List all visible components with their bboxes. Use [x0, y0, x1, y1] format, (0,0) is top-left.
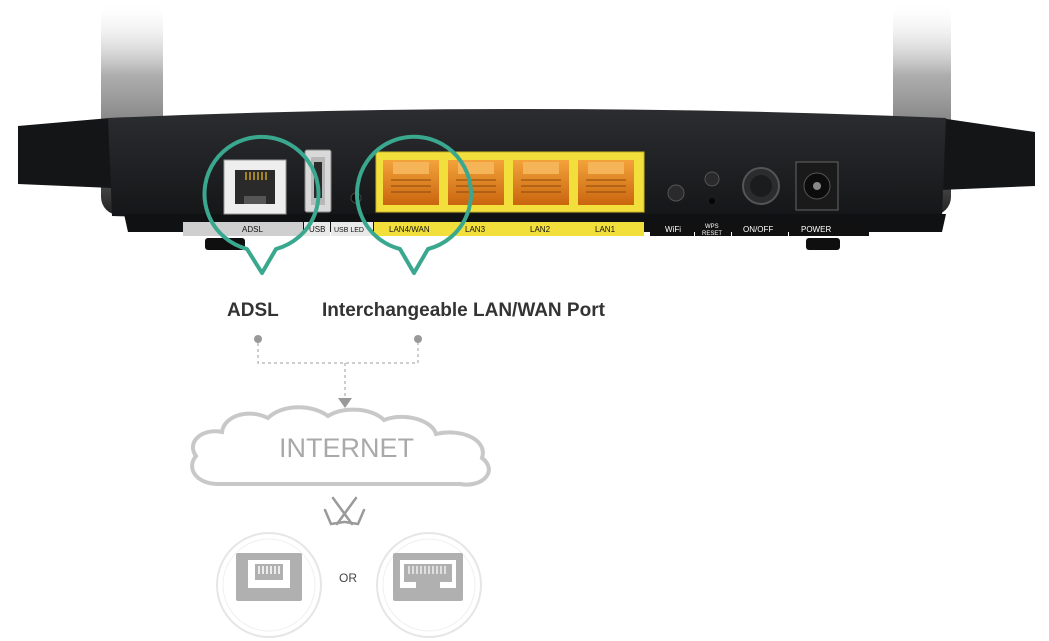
internet-cloud [190, 405, 491, 487]
ewan-option-label: EWAN [407, 601, 448, 617]
adsl-option-icon [216, 532, 322, 638]
wifi-label: WiFi [665, 225, 681, 234]
lan4-wan-label: LAN4/WAN [389, 225, 430, 234]
lan1-port [578, 160, 634, 205]
on-off-button [742, 167, 780, 205]
on-off-label: ON/OFF [743, 225, 773, 234]
router-right-wing [940, 118, 1035, 190]
lan3-port [448, 160, 504, 205]
connector-lines [254, 335, 422, 398]
wps-button [704, 171, 720, 187]
swap-arrows-icon [323, 496, 366, 526]
wifi-label-strip [650, 222, 694, 236]
router-left-wing [18, 118, 112, 188]
adsl-callout-label: ADSL [227, 300, 279, 321]
connector-arrow-icon [338, 398, 352, 408]
wifi-button [667, 184, 685, 202]
power-jack [795, 161, 839, 211]
lan-port-block [375, 151, 645, 213]
usb-led-label-strip [331, 222, 373, 236]
lan4-wan-port [383, 160, 439, 205]
lan1-label: LAN1 [595, 225, 616, 234]
adsl-option-label: ADSL [251, 601, 288, 617]
option-separator: OR [339, 571, 357, 585]
lan-wan-callout-label: Interchangeable LAN/WAN Port [322, 300, 606, 321]
ewan-option-icon [376, 532, 482, 638]
reset-pinhole [709, 198, 715, 204]
lan-wan-highlight-callout [355, 134, 473, 275]
reset-label: RESET [702, 231, 722, 237]
power-label-strip [789, 222, 869, 236]
lan3-label: LAN3 [465, 225, 486, 234]
lan2-port [513, 160, 569, 205]
wps-label-strip [695, 222, 731, 236]
adsl-port-label: ADSL [242, 225, 263, 234]
lan2-label: LAN2 [530, 225, 551, 234]
usb-led-label: USB LED [334, 227, 364, 234]
onoff-label-strip [732, 222, 788, 236]
usb-port-label: USB [309, 225, 325, 234]
adsl-highlight-callout [202, 134, 321, 275]
adsl-port [223, 159, 287, 215]
internet-label: INTERNET [279, 433, 414, 463]
lan-label-strip [374, 222, 644, 236]
power-label: POWER [801, 225, 831, 234]
wps-label: WPS [705, 224, 719, 230]
